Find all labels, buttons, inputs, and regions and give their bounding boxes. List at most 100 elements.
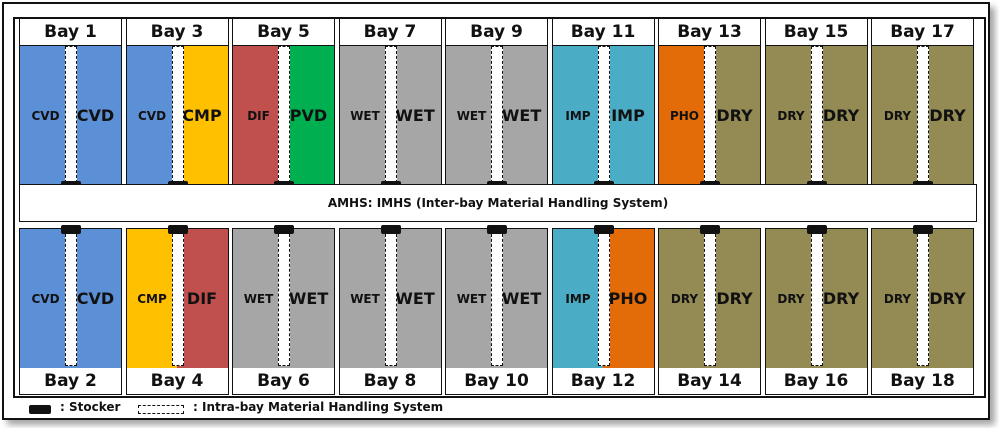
bay-label: Bay 11 <box>552 19 654 46</box>
stocker <box>487 225 507 234</box>
intra-bay-rail <box>171 229 184 366</box>
intra-bay-rail <box>917 229 929 366</box>
stocker <box>593 225 614 234</box>
process-area-left: CVD <box>20 229 71 368</box>
bay-label: Bay 10 <box>446 367 547 394</box>
intra-bay-rail <box>810 229 823 366</box>
process-area-right: WET <box>496 229 547 368</box>
process-area-right: CMP <box>176 46 228 185</box>
legend-stocker-swatch <box>29 405 51 414</box>
intra-bay-rail <box>704 229 716 366</box>
intra-bay-rail <box>65 46 77 183</box>
process-area-left: IMP <box>552 46 604 185</box>
process-area-left: WET <box>339 229 391 368</box>
bay-label: Bay 5 <box>233 19 334 46</box>
process-area-right: CVD <box>70 229 121 368</box>
bay-label: Bay 15 <box>765 19 867 46</box>
stocker <box>61 225 81 234</box>
process-area-right: DRY <box>922 229 973 368</box>
process-area-left: WET <box>446 229 497 368</box>
intra-bay-rail <box>384 46 397 183</box>
bay-label: Bay 16 <box>765 367 867 394</box>
process-area-right: WET <box>496 46 547 185</box>
process-area-left: CMP <box>126 229 178 368</box>
bay-label: Bay 6 <box>233 367 334 394</box>
process-area-left: DRY <box>659 229 710 368</box>
stocker <box>806 225 827 234</box>
process-area-left: DRY <box>872 46 923 185</box>
bay-label: Bay 9 <box>446 19 547 46</box>
process-area-right: DRY <box>709 46 760 185</box>
process-area-right: DRY <box>922 46 973 185</box>
process-area-left: DRY <box>765 229 817 368</box>
stocker <box>274 225 294 234</box>
legend-intra-bay-swatch <box>138 405 184 414</box>
intra-bay-rail <box>65 229 77 366</box>
bay-label: Bay 7 <box>339 19 441 46</box>
amhs-rail: AMHS: IMHS (Inter-bay Material Handling … <box>19 184 977 222</box>
process-area-right: WET <box>389 229 441 368</box>
stocker <box>380 225 401 234</box>
bay-label: Bay 4 <box>126 367 228 394</box>
intra-bay-rail <box>384 229 397 366</box>
intra-bay-rail <box>171 46 184 183</box>
intra-bay-rail <box>704 46 716 183</box>
process-area-left: PHO <box>659 46 710 185</box>
process-area-right: WET <box>283 229 334 368</box>
intra-bay-rail <box>278 229 290 366</box>
bay-label: Bay 14 <box>659 367 760 394</box>
bay-label: Bay 17 <box>872 19 973 46</box>
process-area-left: WET <box>233 229 284 368</box>
process-area-left: CVD <box>126 46 178 185</box>
process-area-left: IMP <box>552 229 604 368</box>
legend-stocker-label: : Stocker <box>60 400 121 414</box>
process-area-right: DRY <box>709 229 760 368</box>
bay-label: Bay 3 <box>126 19 228 46</box>
bay-label: Bay 1 <box>20 19 121 46</box>
process-area-left: WET <box>339 46 391 185</box>
process-area-left: DRY <box>872 229 923 368</box>
process-area-left: DRY <box>765 46 817 185</box>
bay-label: Bay 18 <box>872 367 973 394</box>
intra-bay-rail <box>597 46 610 183</box>
process-area-right: DRY <box>815 229 867 368</box>
intra-bay-rail <box>810 46 823 183</box>
intra-bay-rail <box>278 46 290 183</box>
bay-label: Bay 12 <box>552 367 654 394</box>
process-area-right: IMP <box>602 46 654 185</box>
process-area-right: DIF <box>176 229 228 368</box>
bay-label: Bay 2 <box>20 367 121 394</box>
bay-label: Bay 13 <box>659 19 760 46</box>
process-area-right: PVD <box>283 46 334 185</box>
process-area-left: DIF <box>233 46 284 185</box>
process-area-right: WET <box>389 46 441 185</box>
intra-bay-rail <box>917 46 929 183</box>
intra-bay-rail <box>597 229 610 366</box>
process-area-left: WET <box>446 46 497 185</box>
stocker <box>913 225 933 234</box>
stocker <box>167 225 188 234</box>
intra-bay-rail <box>491 46 503 183</box>
intra-bay-rail <box>491 229 503 366</box>
process-area-right: CVD <box>70 46 121 185</box>
bay-label: Bay 8 <box>339 367 441 394</box>
process-area-right: DRY <box>815 46 867 185</box>
